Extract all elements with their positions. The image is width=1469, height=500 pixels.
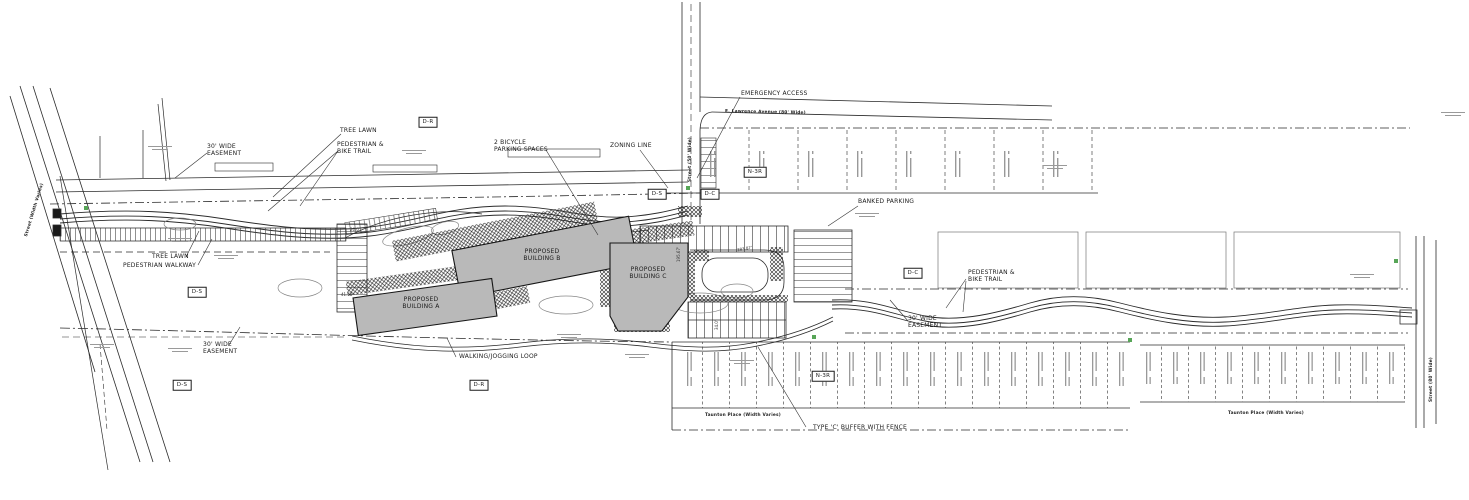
building-c-label: PROPOSED BUILDING C: [629, 266, 667, 281]
dimension-label: 26.0': [350, 227, 361, 232]
building-a-shape: [352, 277, 498, 337]
illegible-note: [1441, 112, 1465, 117]
zone-box-dr-north: D-R: [418, 116, 438, 128]
illegible-note: [90, 344, 114, 349]
annotation-easement-east: 30' WIDE EASEMENT: [908, 315, 943, 330]
illegible-note: [402, 150, 426, 155]
annotation-tree-lawn-west: TREE LAWN: [152, 253, 189, 260]
annotation-walking-jogging-loop: WALKING/JOGGING LOOP: [459, 353, 538, 360]
zone-box-ds-west: D-S: [187, 286, 207, 298]
building-b-shape: [451, 215, 639, 299]
illegible-note: [148, 146, 172, 151]
street-label-taunton-west: Taunton Place (Width Varies): [705, 413, 781, 418]
east-street: [1399, 236, 1437, 428]
bike-trail-east: [831, 288, 1413, 334]
parking-areas: [336, 223, 853, 339]
illegible-note: [557, 334, 581, 339]
illegible-note: [214, 255, 238, 260]
illegible-note: [625, 354, 649, 359]
proposed-buildings: [352, 215, 689, 337]
zone-box-ds-south: D-S: [172, 379, 192, 391]
west-street-lines: [9, 85, 171, 471]
south-boundary: [59, 327, 673, 431]
annotation-zoning-line: ZONING LINE: [610, 142, 652, 149]
building-b-label: PROPOSED BUILDING B: [523, 248, 561, 263]
annotation-pedestrian-walkway-west: PEDESTRIAN WALKWAY: [123, 262, 197, 269]
structure-block: [52, 224, 62, 237]
annotation-tree-lawn-north: TREE LAWN: [340, 127, 377, 134]
illegible-note: [168, 238, 192, 243]
annotation-easement-nw: 30' WIDE EASEMENT: [207, 143, 242, 158]
illegible-note: [855, 213, 879, 218]
zone-box-dr-south: D-R: [469, 379, 489, 391]
annotation-ped-bike-trail-east: PEDESTRIAN & BIKE TRAIL: [968, 269, 1015, 284]
illegible-note: [730, 360, 754, 365]
dimension-label: 41.58': [341, 292, 354, 297]
annotation-bicycle-parking: 2 BICYCLE PARKING SPACES: [494, 139, 548, 154]
dimension-label: 34.0': [714, 319, 719, 330]
street-label-taunton-east: Taunton Place (Width Varies): [1228, 411, 1304, 416]
structure-block: [52, 208, 62, 219]
mid-street: [681, 2, 713, 224]
zone-box-ds-mid: D-S: [647, 188, 667, 200]
lot-microtext: [672, 151, 1405, 386]
illegible-note: [168, 348, 192, 353]
linework-group: [9, 2, 1437, 471]
zone-box-dc-east: D-C: [903, 267, 923, 279]
street-label-mid: Street (50' Wide): [688, 137, 693, 182]
street-label-east: Street (80' Wide): [1429, 357, 1434, 402]
leader-lines: [174, 96, 967, 428]
illegible-note: [1350, 274, 1374, 279]
zone-box-n3r-south: N-3R: [811, 370, 835, 382]
tree-marks: [84, 186, 1398, 342]
illegible-note: [1043, 165, 1067, 170]
dimension-label: 195.67': [676, 246, 681, 262]
annotation-emergency-access: EMERGENCY ACCESS: [741, 90, 808, 97]
annotation-easement-sw: 30' WIDE EASEMENT: [203, 341, 238, 356]
north-road: [49, 148, 701, 205]
annotation-ped-bike-trail-north: PEDESTRIAN & BIKE TRAIL: [337, 141, 384, 156]
pole-lines: [99, 97, 171, 182]
tree-lawn-hatch: [59, 208, 438, 242]
zone-box-n3r-north: N-3R: [743, 166, 767, 178]
annotation-type-c-buffer: TYPE 'C' BUFFER WITH FENCE: [813, 424, 908, 431]
existing-building-outlines: [937, 231, 1401, 289]
building-a-label: PROPOSED BUILDING A: [402, 296, 440, 311]
building-c-shape: [609, 242, 689, 332]
annotation-banked-parking: BANKED PARKING: [858, 198, 915, 205]
top-avenue-lines: [699, 96, 1053, 121]
zone-box-dc-mid: D-C: [700, 188, 720, 200]
